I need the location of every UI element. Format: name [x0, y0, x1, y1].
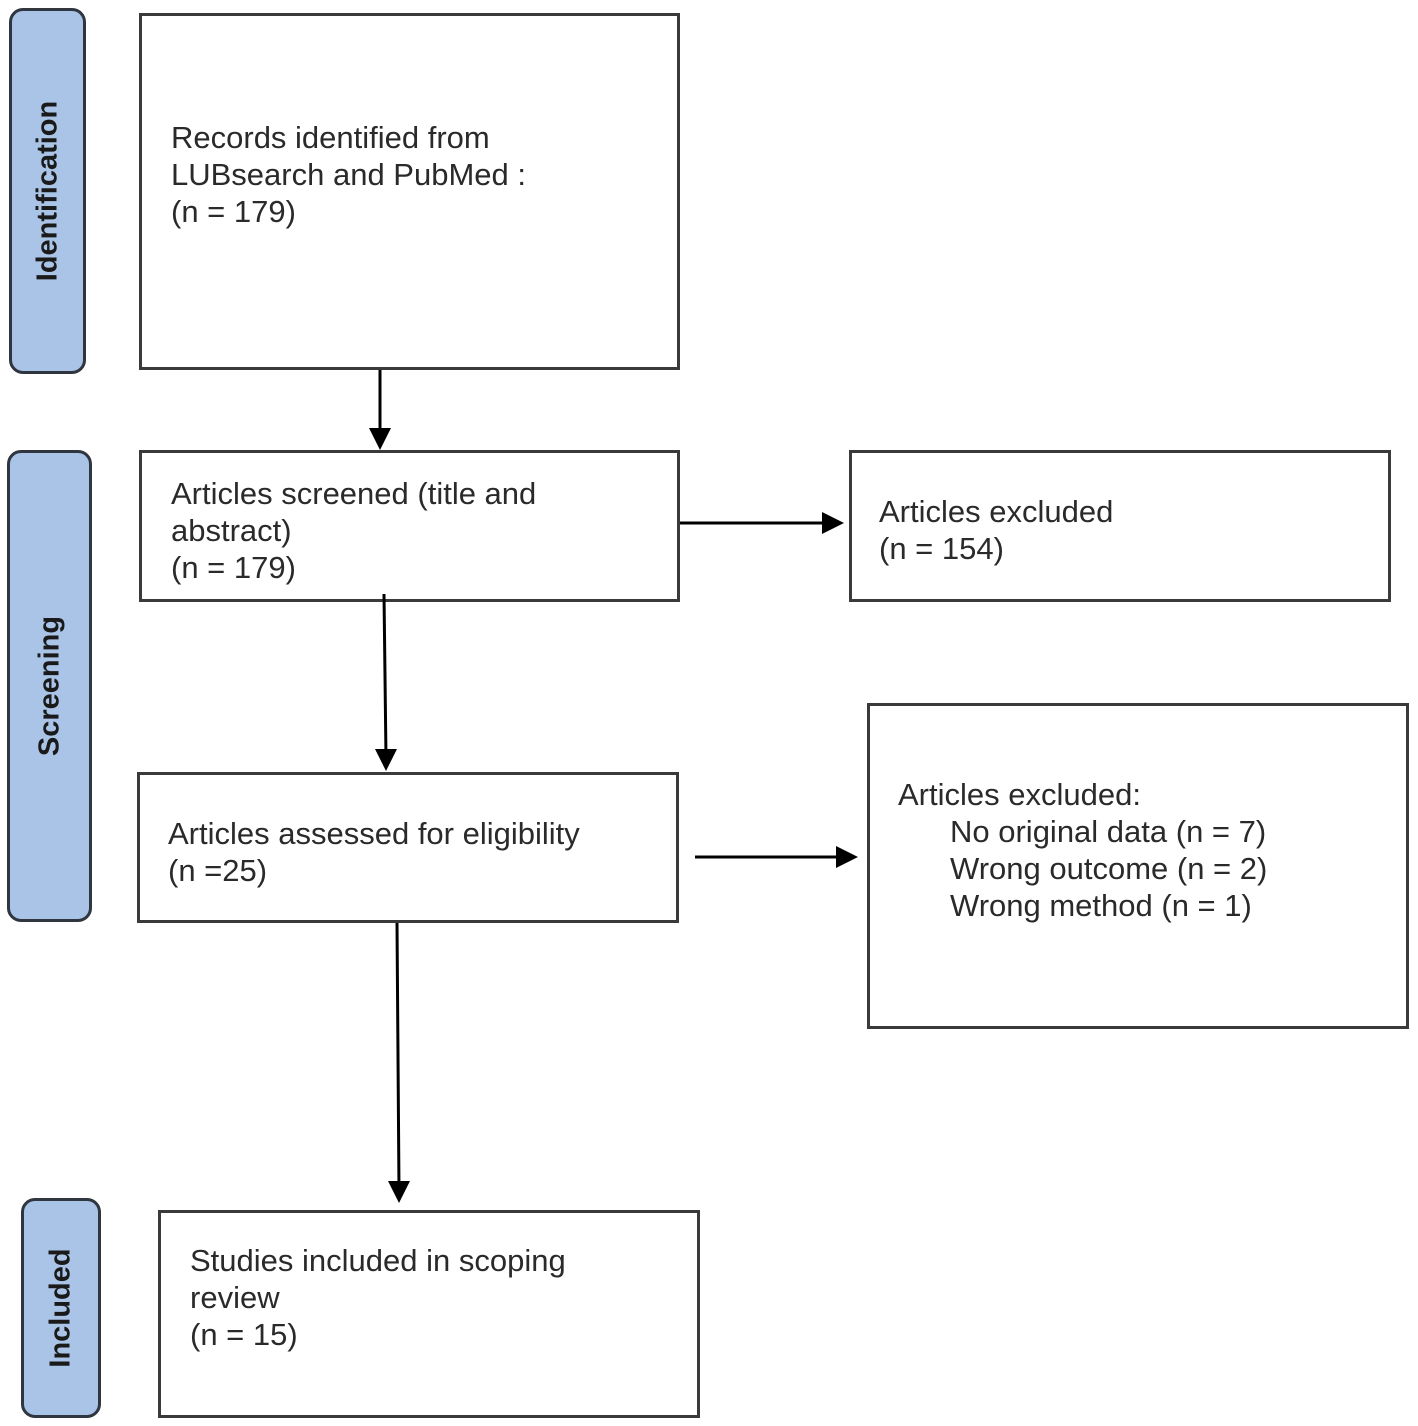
excluded-screening-count: (n = 154) — [879, 531, 1004, 566]
exclusion-reason-item: Wrong outcome (n = 2) — [950, 851, 1268, 886]
excluded-eligibility-heading: Articles excluded: — [898, 777, 1141, 812]
studies-included-count: (n = 15) — [190, 1317, 298, 1352]
records-identified-count: (n = 179) — [171, 194, 296, 229]
records-identified-line-1: Records identified from — [171, 120, 490, 155]
excluded-screening-line-1: Articles excluded — [879, 494, 1114, 529]
arrowhead-screened-to-assessed — [375, 749, 397, 771]
assessed-eligibility-line-1: Articles assessed for eligibility — [168, 816, 580, 851]
stage-identification: Identification — [9, 8, 86, 374]
stage-screening-label: Screening — [33, 615, 65, 757]
records-identified-box: Records identified from LUBsearch and Pu… — [139, 13, 680, 370]
arrowhead-identified-to-screened — [369, 428, 391, 450]
articles-screened-box: Articles screened (title and abstract) (… — [139, 450, 680, 602]
records-identified-line-2: LUBsearch and PubMed : — [171, 157, 526, 192]
arrowhead-screened-to-excluded — [822, 512, 844, 534]
exclusion-reason-item: No original data (n = 7) — [950, 814, 1267, 849]
studies-included-line-1: Studies included in scoping — [190, 1243, 566, 1278]
articles-screened-line-1: Articles screened (title and — [171, 476, 537, 511]
articles-screened-count: (n = 179) — [171, 550, 296, 585]
stage-included-label: Included — [44, 1248, 77, 1368]
arrow-assessed-to-included — [395, 922, 401, 1191]
articles-screened-line-2: abstract) — [171, 513, 292, 548]
assessed-eligibility-box: Articles assessed for eligibility (n =25… — [137, 772, 679, 923]
studies-included-box: Studies included in scoping review (n = … — [158, 1210, 700, 1418]
studies-included-line-2: review — [190, 1280, 280, 1315]
arrowhead-assessed-to-included — [388, 1181, 410, 1203]
arrow-screened-to-assessed — [382, 593, 388, 759]
exclusion-reason-item: Wrong method (n = 1) — [950, 888, 1252, 923]
stage-identification-label: Identification — [31, 100, 63, 282]
stage-included: Included — [21, 1198, 101, 1418]
stage-screening: Screening — [7, 450, 92, 922]
assessed-eligibility-count: (n =25) — [168, 853, 268, 888]
arrowhead-assessed-to-excluded — [836, 846, 858, 868]
excluded-screening-box: Articles excluded (n = 154) — [849, 450, 1391, 602]
excluded-eligibility-box: Articles excluded: No original data (n =… — [867, 703, 1409, 1029]
